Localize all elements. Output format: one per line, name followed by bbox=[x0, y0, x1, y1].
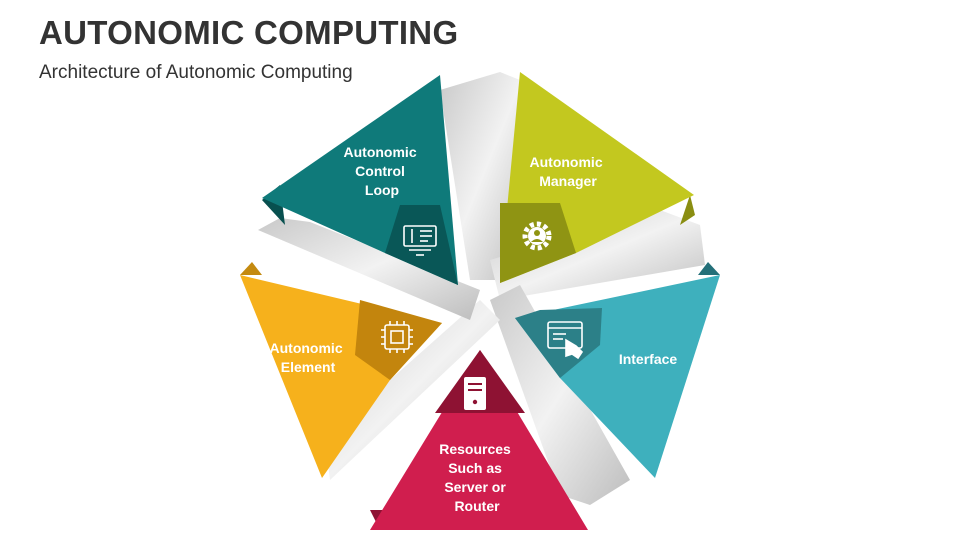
segment-label: Resources Such as Server or Router bbox=[439, 441, 514, 514]
browser-touch-icon bbox=[547, 321, 584, 360]
gear-user-icon bbox=[522, 221, 552, 251]
label-line: Autonomic bbox=[270, 340, 343, 356]
slide-title: AUTONOMIC COMPUTING bbox=[39, 14, 459, 51]
segment-autonomic-manager: Autonomic Manager bbox=[500, 72, 694, 283]
segment-label: Autonomic Manager bbox=[530, 154, 607, 189]
segment-autonomic-element: Autonomic Element bbox=[240, 275, 442, 478]
segment-interface: Interface bbox=[515, 275, 720, 478]
shadow-top-right bbox=[680, 195, 695, 225]
server-icon bbox=[464, 377, 486, 410]
label-line: Interface bbox=[619, 351, 678, 367]
segment-inner bbox=[515, 308, 602, 378]
label-line: Manager bbox=[539, 173, 597, 189]
slide-subtitle: Architecture of Autonomic Computing bbox=[39, 62, 353, 83]
segment-shape bbox=[370, 350, 588, 530]
silver-arm-lower-left bbox=[325, 300, 500, 480]
label-line: Server or bbox=[444, 479, 506, 495]
label-line: Resources bbox=[439, 441, 511, 457]
processor-chip-icon bbox=[381, 321, 413, 353]
segment-autonomic-control-loop: Autonomic Control Loop bbox=[262, 75, 458, 285]
label-line: Loop bbox=[365, 182, 399, 198]
monitor-dashboard-icon bbox=[403, 225, 437, 256]
segment-label: Interface bbox=[619, 351, 678, 367]
segment-label: Autonomic Control Loop bbox=[344, 144, 421, 198]
segment-resources: Resources Such as Server or Router bbox=[370, 350, 588, 530]
shadow-left bbox=[240, 262, 262, 275]
label-line: Autonomic bbox=[530, 154, 603, 170]
shadow-right bbox=[698, 262, 720, 275]
label-line: Element bbox=[281, 359, 336, 375]
segment-label: Autonomic Element bbox=[270, 340, 347, 375]
segment-inner bbox=[385, 205, 458, 285]
silver-arm-left bbox=[258, 218, 480, 320]
segment-inner bbox=[355, 300, 442, 380]
silver-arm-right bbox=[490, 210, 705, 300]
silver-star-arms bbox=[258, 72, 705, 505]
label-line: Such as bbox=[448, 460, 502, 476]
label-line: Control bbox=[355, 163, 405, 179]
label-line: Router bbox=[454, 498, 500, 514]
label-line: Autonomic bbox=[344, 144, 417, 160]
silver-arm-lower-right bbox=[490, 285, 630, 505]
